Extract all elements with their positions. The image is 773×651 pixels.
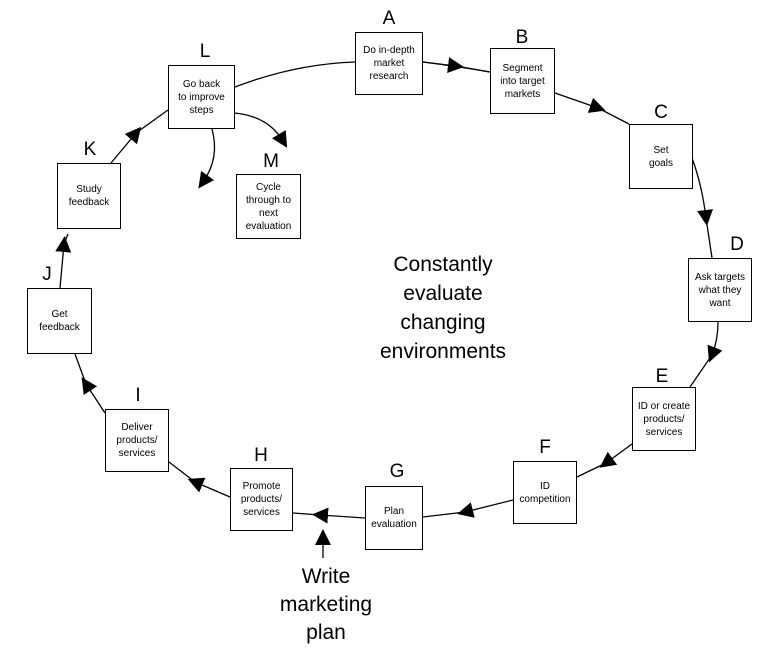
step-letter-g: G (389, 461, 405, 482)
step-letter-d: D (730, 234, 744, 255)
connector-h-i (187, 477, 231, 498)
step-letter-k: K (83, 139, 97, 160)
step-text-m: Cycle through to next evaluation (245, 181, 292, 232)
start-caption: Write marketing plan (279, 565, 373, 644)
step-box-j: Get feedback (27, 288, 92, 354)
step-text-f: ID competition (519, 480, 571, 505)
connector-l-a (234, 61, 356, 88)
step-text-e: ID or create products/ services (637, 400, 691, 438)
step-text-c: Set goals (649, 144, 673, 169)
connector-e-f (599, 443, 633, 468)
connector-j-k (55, 236, 72, 289)
step-text-a: Do in-depth market research (363, 45, 415, 82)
step-letter-h: H (254, 445, 268, 466)
step-letter-e: E (655, 366, 669, 387)
step-letter-m: M (263, 151, 279, 172)
step-letter-f: F (539, 437, 551, 458)
step-text-i: Deliver products/ services (116, 422, 158, 459)
connector-c-d (691, 157, 713, 226)
center-caption: Constantly evaluate changing environment… (379, 253, 507, 363)
step-text-g: Plan evaluation (371, 506, 417, 530)
step-box-a: Do in-depth market research (355, 32, 423, 95)
connector-b-c (554, 92, 606, 113)
step-text-k: Study feedback (68, 184, 110, 208)
step-letter-c: C (654, 102, 668, 123)
connector-d-e (707, 321, 723, 363)
step-letter-j: J (42, 264, 52, 285)
step-letter-a: A (382, 8, 396, 29)
step-box-e: ID or create products/ services (632, 387, 696, 451)
step-box-h: Promote products/ services (230, 468, 293, 531)
step-box-c: Set goals (629, 124, 693, 189)
step-text-h: Promote products/ services (240, 481, 283, 518)
step-letter-l: L (199, 41, 211, 62)
step-text-l: Go back to improve steps (178, 78, 225, 116)
step-box-m: Cycle through to next evaluation (236, 174, 301, 239)
step-box-f: ID competition (513, 461, 577, 524)
connector-k-l (110, 126, 142, 164)
step-box-b: Segment into target markets (490, 48, 555, 114)
step-text-j: Get feedback (39, 309, 80, 333)
step-box-g: Plan evaluation (365, 486, 423, 550)
connector-l-m (233, 112, 288, 148)
step-text-d: Ask targets what they want (694, 271, 746, 309)
step-box-d: Ask targets what they want (688, 258, 752, 322)
step-box-l: Go back to improve steps (168, 65, 235, 129)
connector-i-j (81, 377, 106, 414)
step-text-b: Segment into target markets (500, 62, 545, 100)
connector-f-g (457, 499, 514, 518)
step-box-i: Deliver products/ services (105, 409, 169, 472)
step-letter-b: B (515, 27, 529, 48)
connector-g-h (312, 507, 366, 524)
connector-l-down (198, 128, 216, 189)
step-box-k: Study feedback (57, 163, 121, 229)
step-letter-i: I (135, 385, 141, 406)
